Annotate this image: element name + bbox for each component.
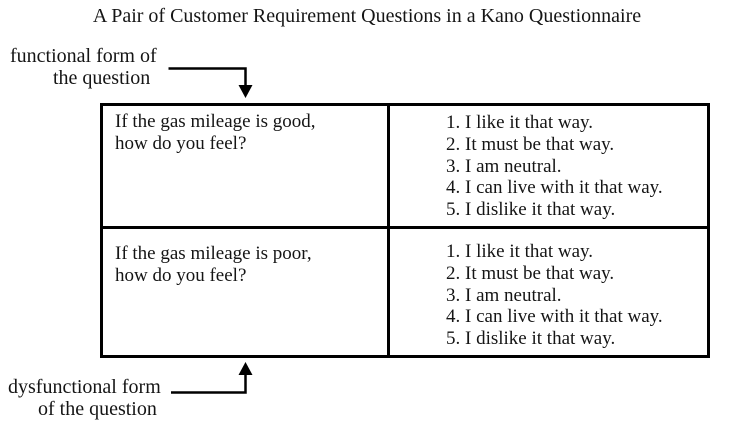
dysfunctional-form-label-line1: dysfunctional form	[8, 376, 161, 398]
functional-options-list: I like it that way. It must be that way.…	[390, 112, 707, 221]
option-item: I dislike it that way.	[465, 199, 707, 221]
option-item: It must be that way.	[465, 134, 707, 156]
option-item: I can live with it that way.	[465, 306, 707, 328]
functional-form-label-line2: the question	[53, 67, 151, 89]
functional-question-line1: If the gas mileage is good,	[115, 111, 316, 132]
dysfunctional-form-label: dysfunctional form of the question	[8, 376, 161, 420]
option-item: I dislike it that way.	[465, 328, 707, 350]
functional-options-cell: I like it that way. It must be that way.…	[387, 106, 707, 226]
dysfunctional-arrow-head	[238, 362, 253, 375]
functional-question-line2: how do you feel?	[115, 133, 247, 154]
functional-arrow-head	[238, 85, 253, 98]
dysfunctional-question-line1: If the gas mileage is poor,	[115, 243, 312, 264]
functional-question-cell: If the gas mileage is good, how do you f…	[103, 106, 387, 226]
option-item: It must be that way.	[465, 263, 707, 285]
dysfunctional-form-label-line2: of the question	[38, 398, 157, 420]
dysfunctional-options-cell: I like it that way. It must be that way.…	[387, 226, 707, 355]
dysfunctional-question-line2: how do you feel?	[115, 265, 247, 286]
kano-questionnaire-table: If the gas mileage is good, how do you f…	[100, 103, 710, 358]
dysfunctional-arrow-line	[171, 374, 247, 394]
figure-title: A Pair of Customer Requirement Questions…	[92, 5, 642, 27]
option-item: I am neutral.	[465, 156, 707, 178]
option-item: I am neutral.	[465, 285, 707, 307]
option-item: I can live with it that way.	[465, 177, 707, 199]
functional-form-label-line1: functional form of	[10, 45, 157, 67]
functional-arrow-line	[168, 67, 247, 86]
option-item: I like it that way.	[465, 241, 707, 263]
option-item: I like it that way.	[465, 112, 707, 134]
dysfunctional-question-cell: If the gas mileage is poor, how do you f…	[103, 226, 387, 355]
dysfunctional-options-list: I like it that way. It must be that way.…	[390, 241, 707, 350]
functional-form-label: functional form of the question	[10, 45, 157, 89]
